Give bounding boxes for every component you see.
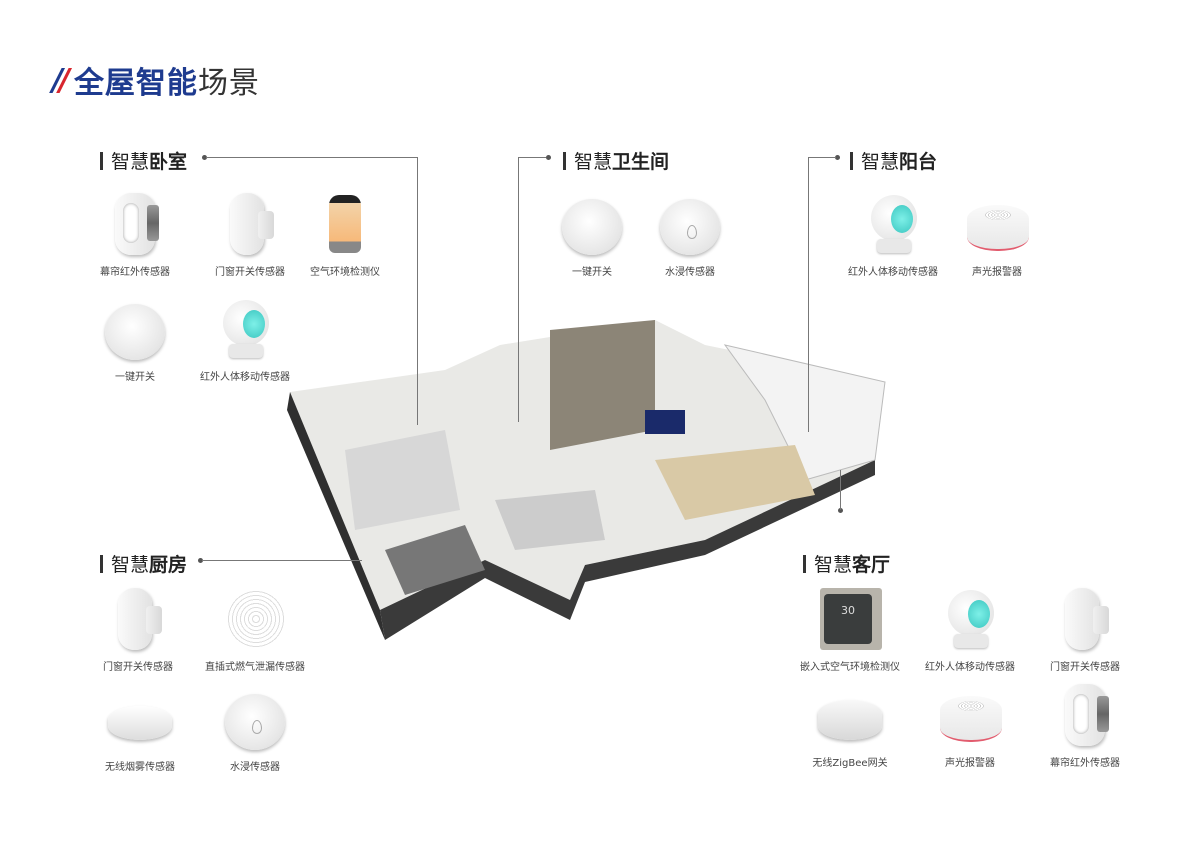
section-title-bathroom: 智慧卫生间	[563, 147, 669, 174]
product-label: 红外人体移动传感器	[925, 662, 1015, 673]
title-bar	[100, 151, 103, 170]
product-label: 一键开关	[572, 267, 612, 278]
leader-line	[518, 157, 546, 158]
product-siren: 声光报警器	[910, 684, 1030, 769]
curtain-sensor-icon	[103, 193, 167, 257]
siren-icon	[938, 684, 1002, 748]
product-motion-sensor: 红外人体移动传感器	[833, 193, 953, 278]
product-panel-monitor: 30 嵌入式空气环境检测仪	[790, 588, 910, 673]
gateway-icon	[818, 684, 882, 748]
title-prefix: 智慧	[814, 554, 853, 576]
product-siren: 声光报警器	[937, 193, 1057, 278]
product-button-switch: 一键开关	[75, 298, 195, 383]
leader-line	[206, 157, 418, 158]
product-motion-sensor: 红外人体移动传感器	[910, 588, 1030, 673]
product-label: 门窗开关传感器	[215, 267, 285, 278]
panel-display: 30	[824, 594, 872, 644]
product-label: 门窗开关传感器	[103, 662, 173, 673]
title-name: 客厅	[852, 554, 891, 576]
leader-line	[202, 560, 362, 561]
product-motion-sensor: 红外人体移动传感器	[185, 298, 305, 383]
product-label: 嵌入式空气环境检测仪	[800, 662, 900, 673]
title-bar	[803, 554, 806, 573]
leader-line	[417, 157, 418, 425]
product-water-sensor: 水浸传感器	[195, 688, 315, 773]
title-prefix: 智慧	[861, 151, 900, 173]
product-label: 一键开关	[115, 372, 155, 383]
title-bar	[563, 151, 566, 170]
product-label: 直插式燃气泄漏传感器	[205, 662, 305, 673]
product-air-monitor: 空气环境检测仪	[285, 193, 405, 278]
product-smoke-sensor: 无线烟雾传感器	[80, 688, 200, 773]
product-label: 声光报警器	[945, 758, 995, 769]
air-monitor-icon	[313, 193, 377, 257]
product-door-sensor: 门窗开关传感器	[1025, 588, 1145, 673]
title-prefix: 智慧	[111, 554, 150, 576]
curtain-sensor-icon	[1053, 684, 1117, 748]
product-water-sensor: 水浸传感器	[630, 193, 750, 278]
slash-logo-icon: //	[52, 62, 70, 98]
product-label: 水浸传感器	[665, 267, 715, 278]
door-sensor-icon	[1053, 588, 1117, 652]
panel-monitor-icon: 30	[818, 588, 882, 652]
product-label: 水浸传感器	[230, 762, 280, 773]
title-name: 卫生间	[612, 151, 670, 173]
product-label: 红外人体移动传感器	[200, 372, 290, 383]
product-label: 声光报警器	[972, 267, 1022, 278]
title-bar	[100, 554, 103, 573]
siren-icon	[965, 193, 1029, 257]
leader-dot	[202, 155, 207, 160]
leader-line	[808, 157, 836, 158]
water-sensor-icon	[223, 688, 287, 752]
product-gateway: 无线ZigBee网关	[790, 684, 910, 769]
button-switch-icon	[560, 193, 624, 257]
leader-line	[840, 470, 841, 510]
leader-dot	[198, 558, 203, 563]
section-title-living: 智慧客厅	[803, 550, 890, 577]
section-title-kitchen: 智慧厨房	[100, 550, 187, 577]
section-title-balcony: 智慧阳台	[850, 147, 937, 174]
leader-dot	[838, 508, 843, 513]
product-label: 幕帘红外传感器	[100, 267, 170, 278]
leader-line	[808, 157, 809, 432]
product-label: 无线ZigBee网关	[812, 758, 888, 769]
door-sensor-icon	[106, 588, 170, 652]
title-name: 厨房	[149, 554, 188, 576]
title-bar	[850, 151, 853, 170]
title-prefix: 智慧	[111, 151, 150, 173]
motion-sensor-icon	[213, 298, 277, 362]
product-curtain-sensor: 幕帘红外传感器	[75, 193, 195, 278]
title-name: 阳台	[899, 151, 938, 173]
page-title: // 全屋智能 场景	[52, 62, 260, 102]
title-name: 卧室	[149, 151, 188, 173]
leader-line	[518, 157, 519, 422]
product-door-sensor: 门窗开关传感器	[78, 588, 198, 673]
product-label: 无线烟雾传感器	[105, 762, 175, 773]
leader-dot	[835, 155, 840, 160]
product-label: 红外人体移动传感器	[848, 267, 938, 278]
door-sensor-icon	[218, 193, 282, 257]
title-prefix: 智慧	[574, 151, 613, 173]
section-title-bedroom: 智慧卧室	[100, 147, 187, 174]
motion-sensor-icon	[938, 588, 1002, 652]
leader-dot	[546, 155, 551, 160]
product-label: 幕帘红外传感器	[1050, 758, 1120, 769]
motion-sensor-icon	[861, 193, 925, 257]
gas-sensor-icon	[223, 588, 287, 652]
water-sensor-icon	[658, 193, 722, 257]
product-label: 门窗开关传感器	[1050, 662, 1120, 673]
product-curtain-sensor: 幕帘红外传感器	[1025, 684, 1145, 769]
product-button-switch: 一键开关	[532, 193, 652, 278]
product-gas-sensor: 直插式燃气泄漏传感器	[195, 588, 315, 673]
floor-plan-illustration	[287, 320, 886, 640]
smoke-sensor-icon	[108, 688, 172, 752]
product-door-sensor: 门窗开关传感器	[190, 193, 310, 278]
button-switch-icon	[103, 298, 167, 362]
product-label: 空气环境检测仪	[310, 267, 380, 278]
